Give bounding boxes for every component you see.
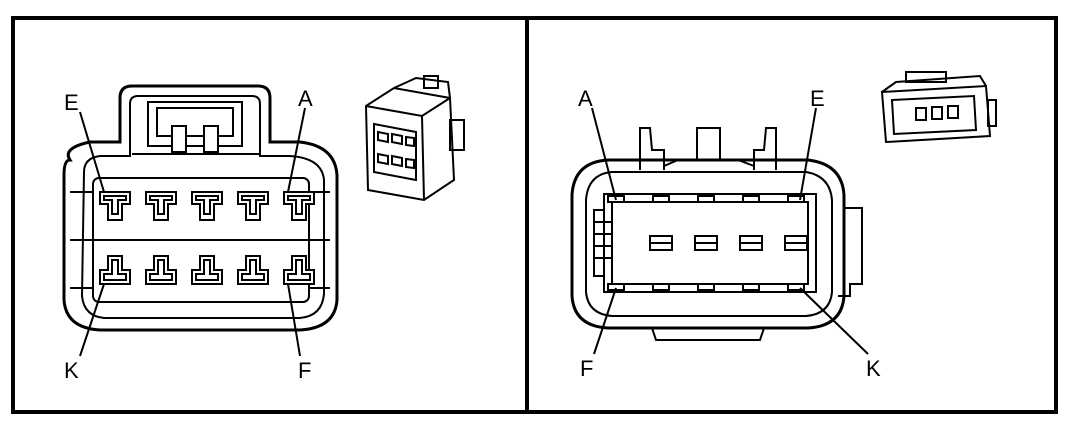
right-top-post-center — [696, 127, 721, 160]
right-side-latch — [838, 207, 863, 297]
right-housing-outer — [570, 158, 846, 330]
left-terminal-r2-c4 — [237, 255, 269, 285]
right-left-keyway — [593, 209, 605, 277]
left-label-top-right: A — [298, 86, 313, 111]
left-terminal-grid — [99, 191, 315, 285]
left-leader-bottom-left — [79, 283, 105, 357]
right-housing-inner — [585, 171, 833, 317]
left-label-top-left: E — [64, 90, 79, 115]
left-terminal-r1-c4-cavity — [241, 195, 265, 215]
right-terminal-r1-c3 — [697, 195, 715, 203]
left-connector-isometric-icon — [364, 75, 465, 202]
outer-frame — [11, 16, 1058, 414]
right-connector-isometric-icon — [880, 71, 997, 144]
right-leader-top-right — [799, 107, 817, 201]
right-keyway-ribs — [594, 221, 612, 259]
left-latch-window — [156, 107, 234, 137]
left-terminal-r2-c5 — [283, 255, 315, 285]
left-latch-tab-2 — [203, 125, 219, 153]
right-label-top-right: E — [810, 86, 825, 111]
right-bottom-foot — [651, 327, 765, 341]
left-housing-outer — [62, 84, 339, 332]
right-terminal-r1-c1 — [607, 195, 625, 203]
left-housing-inner — [80, 95, 325, 319]
right-leader-bottom-left — [593, 287, 617, 355]
right-panel: A E F K — [570, 71, 997, 381]
right-terminal-r1-c4 — [742, 195, 760, 203]
left-label-bottom-right: F — [298, 358, 311, 383]
right-terminal-r2-c2 — [652, 283, 670, 291]
left-terminal-r2-c2 — [145, 255, 177, 285]
right-terminal-grid — [607, 195, 808, 291]
right-leader-bottom-right — [799, 287, 869, 355]
left-leader-top-right — [287, 107, 306, 193]
left-terminal-r1-c1-cavity — [103, 195, 127, 215]
right-terminal-r1-c2 — [652, 195, 670, 203]
left-terminal-r2-c1 — [99, 255, 131, 285]
left-panel: E A K F — [62, 75, 465, 383]
left-leader-bottom-right — [287, 283, 301, 357]
left-leader-top-left — [79, 111, 105, 193]
left-terminal-r1-c5-cavity — [287, 195, 311, 215]
right-top-post-right — [753, 127, 777, 170]
right-label-bottom-right: K — [866, 356, 881, 381]
left-latch-frame — [147, 101, 243, 147]
left-terminal-r2-c2-cavity — [149, 259, 173, 281]
right-terminal-r2-c4 — [742, 283, 760, 291]
right-top-post-left — [639, 127, 665, 170]
right-terminal-r1-c5 — [787, 195, 805, 203]
left-terminal-r2-c1-cavity — [103, 259, 127, 281]
right-leader-top-left — [591, 107, 617, 201]
left-terminal-r2-c5-cavity — [287, 259, 311, 281]
right-terminal-r2-c5 — [787, 283, 805, 291]
right-label-top-left: A — [578, 86, 593, 111]
left-terminal-r1-c3-cavity — [195, 195, 219, 215]
left-terminal-r2-c3 — [191, 255, 223, 285]
left-terminal-r2-c4-cavity — [241, 259, 265, 281]
right-terminal-r2-c3 — [697, 283, 715, 291]
left-terminal-r1-c2-cavity — [149, 195, 173, 215]
left-latch-tab-1 — [171, 125, 187, 153]
right-label-bottom-left: F — [580, 356, 593, 381]
left-terminal-r2-c3-cavity — [195, 259, 219, 281]
left-label-bottom-left: K — [64, 358, 79, 383]
